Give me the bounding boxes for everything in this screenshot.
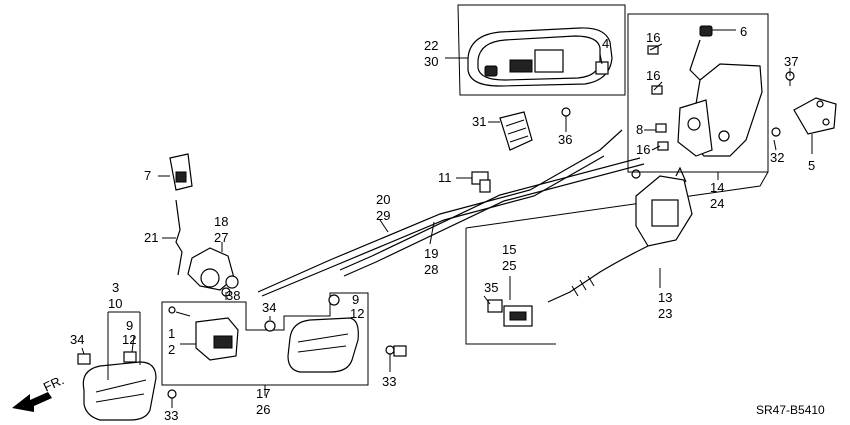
callout-17: 17 (256, 386, 270, 401)
callout-21: 21 (144, 230, 158, 245)
callout-24: 24 (710, 196, 724, 211)
callout-33b: 33 (164, 408, 178, 423)
lock-actuator-assembly (465, 166, 769, 345)
leader-lines (81, 29, 813, 408)
callout-6: 6 (740, 24, 747, 39)
rod-clip (456, 171, 491, 193)
front-direction-label: FR. (41, 372, 66, 394)
outside-handle-assembly (445, 4, 626, 96)
callout-34a: 34 (262, 300, 276, 315)
callout-26: 26 (256, 402, 270, 417)
callout-23: 23 (658, 306, 672, 321)
callout-34b: 34 (70, 332, 84, 347)
front-direction-arrow (12, 392, 52, 412)
callout-38: 38 (226, 288, 240, 303)
callout-7: 7 (144, 168, 151, 183)
callout-25: 25 (502, 258, 516, 273)
striker (793, 97, 837, 135)
callout-12a: 12 (350, 306, 364, 321)
lock-knob-and-rod (158, 153, 193, 276)
diagram-code: SR47-B5410 (756, 403, 825, 417)
callout-32: 32 (770, 150, 784, 165)
callout-4: 4 (602, 36, 609, 51)
callout-18: 18 (214, 214, 228, 229)
callout-15: 15 (502, 242, 516, 257)
callout-1: 1 (168, 326, 175, 341)
callout-35: 35 (484, 280, 498, 295)
callout-9a: 9 (352, 292, 359, 307)
protector-pad (488, 111, 533, 151)
callout-29: 29 (376, 208, 390, 223)
callout-13: 13 (658, 290, 672, 305)
callout-5: 5 (808, 158, 815, 173)
callout-11: 11 (438, 170, 452, 185)
callout-16b: 16 (646, 68, 660, 83)
callout-30: 30 (424, 54, 438, 69)
callout-14: 14 (710, 180, 724, 195)
callout-20: 20 (376, 192, 390, 207)
callout-16a: 16 (646, 30, 660, 45)
callout-3: 3 (112, 280, 119, 295)
inside-handle-left (77, 311, 157, 421)
fasteners (167, 61, 795, 406)
connecting-rods (257, 129, 645, 297)
callout-2: 2 (168, 342, 175, 357)
callout-36: 36 (558, 132, 572, 147)
callout-22: 22 (424, 38, 438, 53)
callout-12b: 12 (122, 332, 136, 347)
callout-28: 28 (424, 262, 438, 277)
callout-labels: 22 30 4 6 16 16 37 31 36 8 16 32 5 14 24… (41, 24, 825, 423)
callout-16c: 16 (636, 142, 650, 157)
callout-9b: 9 (126, 318, 133, 333)
callout-27: 27 (214, 230, 228, 245)
callout-37: 37 (784, 54, 798, 69)
door-latch-assembly (627, 13, 769, 173)
callout-10: 10 (108, 296, 122, 311)
callout-31: 31 (472, 114, 486, 129)
callout-19: 19 (424, 246, 438, 261)
lock-cylinder-assembly (187, 242, 239, 291)
callout-33a: 33 (382, 374, 396, 389)
inside-handle-assembly (161, 292, 369, 396)
callout-8: 8 (636, 122, 643, 137)
